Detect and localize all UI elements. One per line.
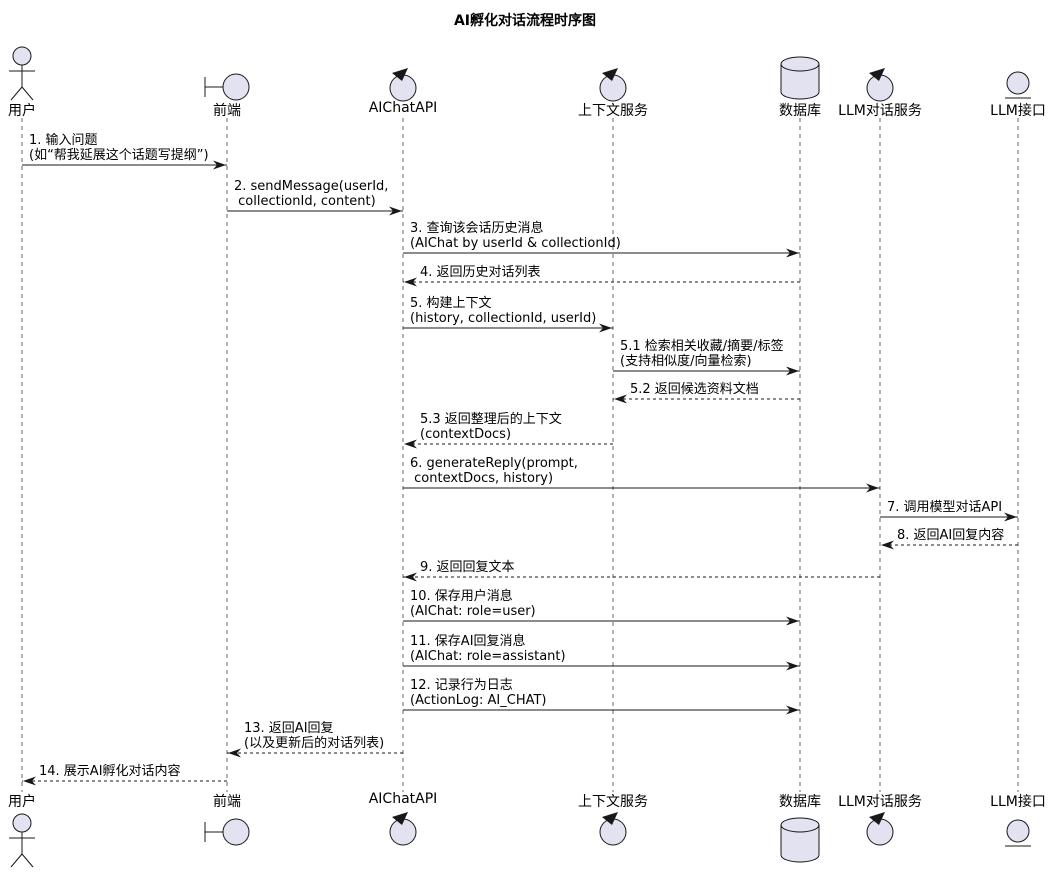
database-icon [780, 817, 820, 863]
participant-label-llm-interface-bottom: LLM接口 [990, 794, 1046, 810]
message-label-line: (AIChat: role=assistant) [410, 649, 566, 664]
message-arrow-6 [403, 483, 880, 493]
entity-icon [1005, 71, 1031, 99]
message-label-line: 6. generateReply(prompt, [410, 456, 578, 471]
participant-label-database-bottom: 数据库 [779, 794, 821, 810]
message-label-line: (contextDocs) [420, 427, 512, 442]
participant-label-aichatapi-bottom: AIChatAPI [368, 791, 438, 807]
message-label-10: 10. 保存用户消息(AIChat: role=user) [410, 589, 536, 619]
message-label-line: (ActionLog: AI_CHAT) [410, 693, 547, 708]
message-arrow-5.1 [613, 366, 800, 376]
message-label-line: 10. 保存用户消息 [410, 589, 513, 604]
participant-label-user-top: 用户 [8, 103, 36, 119]
message-label-7: 7. 调用模型对话API [887, 500, 1002, 515]
message-label-11: 11. 保存AI回复消息(AIChat: role=assistant) [410, 634, 566, 664]
message-label-line: (支持相似度/向量检索) [620, 354, 752, 369]
message-arrow-1 [22, 160, 227, 170]
message-arrow-5.2 [613, 394, 800, 404]
message-label-line: (以及更新后的对话列表) [244, 736, 385, 751]
boundary-icon [204, 818, 250, 846]
participant-label-user-bottom: 用户 [8, 794, 36, 810]
message-label-line: (history, collectionId, userId) [410, 311, 597, 326]
participant-label-aichatapi-top: AIChatAPI [368, 100, 438, 116]
message-arrow-5 [403, 323, 613, 333]
control-icon [599, 812, 627, 846]
message-label-13: 13. 返回AI回复(以及更新后的对话列表) [244, 721, 384, 751]
actor-icon [9, 46, 35, 101]
message-label-line: 7. 调用模型对话API [887, 500, 1003, 515]
message-arrow-3 [403, 248, 800, 258]
message-arrow-12 [403, 705, 800, 715]
message-label-9: 9. 返回回复文本 [420, 560, 515, 575]
message-label-line: 1. 输入问题 [29, 133, 98, 148]
message-label-line: 3. 查询该会话历史消息 [410, 221, 544, 236]
actor-icon [9, 813, 35, 868]
control-icon [866, 812, 894, 846]
participant-label-context-service-top: 上下文服务 [578, 103, 648, 119]
message-label-line: (如“帮我延展这个话题写提纲”) [29, 148, 209, 163]
message-label-5.2: 5.2 返回候选资料文档 [630, 382, 759, 397]
message-label-line: 14. 展示AI孵化对话内容 [39, 764, 181, 779]
control-icon [599, 68, 627, 102]
message-arrow-5.3 [403, 439, 613, 449]
database-icon [780, 56, 820, 100]
control-icon [389, 812, 417, 846]
message-label-line: 11. 保存AI回复消息 [410, 634, 526, 649]
message-label-line: 5. 构建上下文 [410, 296, 492, 311]
message-label-8: 8. 返回AI回复内容 [897, 528, 1004, 543]
message-label-14: 14. 展示AI孵化对话内容 [39, 764, 181, 779]
message-arrow-13 [227, 748, 403, 758]
participant-label-llm-chat-service-bottom: LLM对话服务 [838, 794, 922, 810]
message-label-line: (AIChat by userId & collectionId) [410, 236, 621, 251]
message-label-line: 8. 返回AI回复内容 [897, 528, 1005, 543]
message-label-3: 3. 查询该会话历史消息(AIChat by userId & collecti… [410, 221, 621, 251]
message-label-line: 12. 记录行为日志 [410, 678, 513, 693]
message-label-5: 5. 构建上下文(history, collectionId, userId) [410, 296, 596, 326]
participant-label-database-top: 数据库 [779, 103, 821, 119]
message-label-line: (AIChat: role=user) [410, 604, 536, 619]
message-arrow-8 [880, 540, 1018, 550]
message-arrow-11 [403, 661, 800, 671]
control-icon [389, 68, 417, 102]
message-label-line: 9. 返回回复文本 [420, 560, 515, 575]
message-label-line: collectionId, content) [234, 194, 376, 209]
message-arrow-4 [403, 277, 800, 287]
message-label-4: 4. 返回历史对话列表 [420, 265, 541, 280]
diagram-title: AI孵化对话流程时序图 [453, 13, 597, 29]
message-label-line: 13. 返回AI回复 [244, 721, 334, 736]
message-arrow-9 [403, 572, 880, 582]
message-label-line: 5.3 返回整理后的上下文 [420, 412, 562, 427]
participant-label-llm-interface-top: LLM接口 [990, 103, 1046, 119]
message-label-line: contextDocs, history) [410, 471, 554, 486]
message-label-12: 12. 记录行为日志(ActionLog: AI_CHAT) [410, 678, 547, 708]
message-arrow-14 [22, 776, 227, 786]
message-arrow-7 [880, 512, 1018, 522]
message-label-2: 2. sendMessage(userId, collectionId, con… [234, 179, 388, 209]
message-label-line: 5.2 返回候选资料文档 [630, 382, 759, 397]
participant-label-context-service-bottom: 上下文服务 [578, 794, 648, 810]
control-icon [866, 68, 894, 102]
message-label-line: 4. 返回历史对话列表 [420, 265, 541, 280]
participant-label-llm-chat-service-top: LLM对话服务 [838, 103, 922, 119]
boundary-icon [204, 73, 250, 101]
message-arrow-2 [227, 206, 403, 216]
message-label-line: 2. sendMessage(userId, [234, 179, 389, 194]
message-arrow-10 [403, 616, 800, 626]
message-label-line: 5.1 检索相关收藏/摘要/标签 [620, 339, 784, 354]
message-label-5.3: 5.3 返回整理后的上下文(contextDocs) [420, 412, 562, 442]
message-label-5.1: 5.1 检索相关收藏/摘要/标签(支持相似度/向量检索) [620, 339, 784, 369]
message-label-6: 6. generateReply(prompt, contextDocs, hi… [410, 456, 578, 486]
entity-icon [1005, 819, 1031, 847]
participant-label-frontend-top: 前端 [213, 103, 241, 119]
participant-label-frontend-bottom: 前端 [213, 794, 241, 810]
message-label-1: 1. 输入问题(如“帮我延展这个话题写提纲”) [29, 133, 209, 163]
